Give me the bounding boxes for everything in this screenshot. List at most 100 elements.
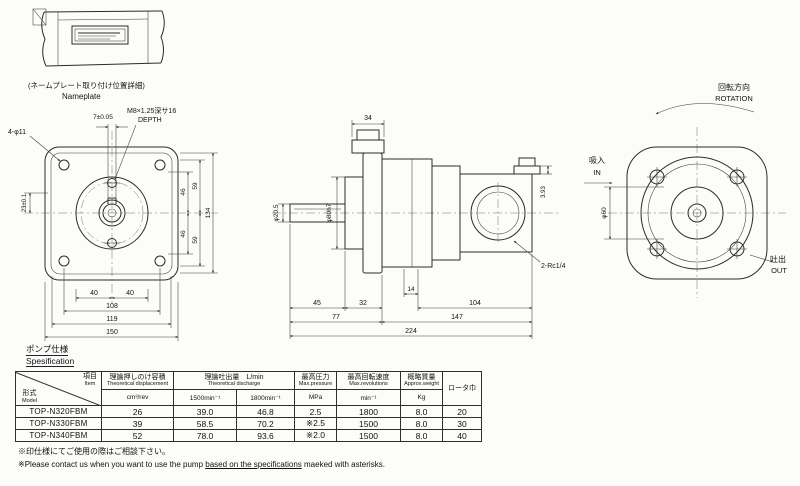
hub-circle	[98, 199, 126, 227]
rotor-cell: 40	[442, 429, 482, 442]
header-pressure: 最高圧力 Max.pressure	[294, 371, 337, 390]
revolutions-cell: 1500	[336, 429, 401, 442]
unit-rpm-1500: 1500min⁻¹	[173, 389, 237, 406]
dim-45: 45	[313, 300, 321, 307]
nameplate-outline	[71, 25, 129, 45]
inlet-label-jp: 吸入	[589, 156, 605, 165]
item-label-jp: 項目	[83, 373, 97, 380]
pressure-cell: ※2.0	[294, 429, 337, 442]
discharge-label-en: Theoretical discharge	[207, 381, 261, 388]
pressure-cell: ※2.5	[294, 417, 337, 430]
dim-34: 34	[364, 115, 372, 122]
shaft-dia-label: φ20.5	[273, 204, 280, 221]
rotor-label-jp: ロータ巾	[448, 384, 476, 392]
spec-title-jp: ポンプ仕様	[26, 344, 69, 356]
port-boss-circle	[670, 186, 724, 240]
displacement-cell: 52	[101, 429, 174, 442]
header-displacement: 理論押しのけ容積 Theoretical displacement	[101, 371, 174, 390]
center-hole	[692, 208, 702, 218]
rear-plug-lower	[513, 165, 541, 175]
pilot-dia-label: φ80h7	[326, 203, 333, 222]
rotation-label-jp: 回転方向	[718, 82, 750, 92]
shaft-bore	[102, 203, 122, 223]
dim-104: 104	[469, 300, 481, 307]
bolt-hole	[154, 255, 166, 267]
model-cell: TOP-N330FBM	[15, 417, 102, 430]
dim-77: 77	[332, 314, 340, 321]
displacement-label-jp: 理論押しのけ容積	[109, 373, 166, 381]
rotation-arrow	[655, 103, 755, 115]
unit-rpm-1800: 1800min⁻¹	[236, 389, 295, 406]
displacement-cell: 26	[101, 405, 174, 418]
pressure-label-en: Max.pressure	[298, 381, 333, 388]
outlet-arrow	[749, 254, 774, 263]
weight-label-jp: 概略質量	[407, 373, 436, 381]
pilot-circle	[75, 176, 149, 250]
dim-59-bottom: 59	[192, 236, 199, 244]
center-hole	[107, 208, 117, 218]
dim-40-right: 40	[126, 290, 134, 297]
q1800-cell: 46.8	[236, 405, 295, 418]
weight-label-en: Approx.weight	[404, 381, 439, 388]
discharge-label-jp: 理論吐出量 L/min	[204, 373, 264, 381]
nameplate-caption-jp: (ネームプレート取り付け位置詳細)	[28, 80, 145, 90]
dim-108: 108	[106, 303, 118, 310]
model-cell: TOP-N320FBM	[15, 405, 102, 418]
rotor-cell: 30	[442, 417, 482, 430]
revolutions-cell: 1800	[336, 405, 401, 418]
boss-dim: 3.93	[541, 186, 547, 198]
dim-40-left: 40	[90, 290, 98, 297]
leader-line	[513, 240, 541, 263]
unit-revolutions: min⁻¹	[336, 389, 401, 406]
revolutions-label-jp: 最高回転速度	[347, 373, 390, 381]
spec-section-title: ポンプ仕様 Spesification	[26, 344, 75, 368]
pump-top-edge	[43, 10, 163, 13]
dim-134: 134	[205, 207, 212, 218]
unit-displacement: cm³/rev	[101, 389, 174, 406]
dim-46-top: 46	[180, 188, 187, 196]
model-label-en: Model	[22, 397, 37, 404]
bolt-hole	[58, 255, 70, 267]
dim-147: 147	[451, 314, 463, 321]
nameplate-detail-view: (ネームプレート取り付け位置詳細) Nameplate	[28, 8, 165, 101]
dim-224: 224	[405, 328, 417, 335]
model-header: 形式 Model	[22, 390, 37, 404]
thread-label: M8×1.25深サ16	[127, 106, 176, 115]
rear-cover	[459, 173, 533, 253]
outlet-label-en: OUT	[771, 266, 787, 275]
front-view: 4-φ11 7±0.05 M8×1.25深サ16 DEPTH 23±0.1 40…	[8, 106, 218, 341]
note-english: ※Please contact us when you want to use …	[18, 460, 385, 469]
q1800-cell: 70.2	[236, 417, 295, 430]
unit-weight: Kg	[400, 389, 443, 406]
top-boss-lower	[351, 139, 385, 154]
spec-title-en: Spesification	[26, 355, 75, 368]
header-weight: 概略質量 Approx.weight	[400, 371, 443, 390]
unit-pressure: MPa	[294, 389, 337, 406]
weight-cell: 8.0	[400, 417, 443, 430]
q1500-cell: 39.0	[173, 405, 237, 418]
inlet-label-en: IN	[593, 168, 601, 177]
flange-outline	[44, 146, 179, 281]
keyway-width-dim: 7±0.05	[93, 114, 113, 121]
side-view: φ20.5 φ80h7 34 3.93 2-Rc1/4 14 45 32	[272, 115, 566, 339]
weight-cell: 8.0	[400, 405, 443, 418]
spec-table: 項目 Item 形式 Model 理論押しのけ容積 Theoretical di…	[15, 371, 482, 442]
dim-150: 150	[106, 329, 118, 336]
bracket-diagonal	[32, 8, 47, 26]
table-row: TOP-N340FBM 52 78.0 93.6 ※2.0 1500 8.0 4…	[15, 429, 482, 442]
top-boss-upper	[356, 129, 380, 141]
holes-label: 4-φ11	[8, 129, 26, 136]
pressure-cell: 2.5	[294, 405, 337, 418]
rear-plug-upper	[518, 157, 536, 167]
keyway-notch	[107, 197, 117, 204]
bolt-hole	[154, 159, 166, 171]
revolutions-label-en: Max.revolutions	[349, 381, 388, 388]
port-label: 2-Rc1/4	[541, 263, 566, 270]
nameplate-inner	[74, 28, 126, 42]
depth-label: DEPTH	[138, 117, 162, 124]
nameplate-caption-en: Nameplate	[62, 92, 101, 101]
cover-circle-inner	[647, 163, 747, 263]
rear-flange-outline	[626, 146, 768, 280]
note-english-post: maeked with asterisks.	[301, 460, 385, 469]
